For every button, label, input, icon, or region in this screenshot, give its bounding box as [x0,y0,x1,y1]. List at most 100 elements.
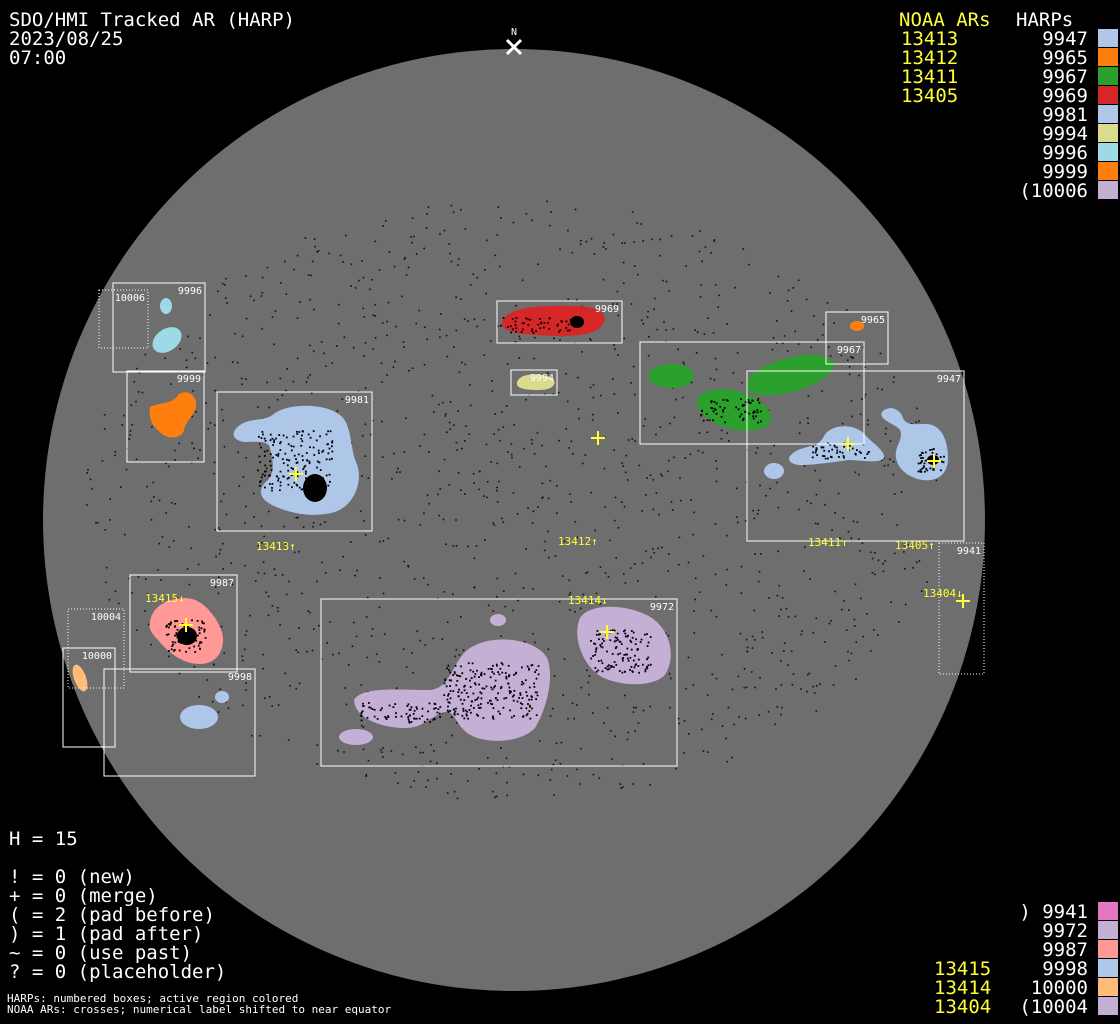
speckle [858,538,860,540]
region-speckle [325,474,328,477]
region-speckle [931,452,934,454]
region-speckle [379,709,382,712]
region-speckle [624,653,627,656]
speckle [371,628,374,630]
region-speckle [575,321,578,324]
speckle [391,478,393,480]
region-speckle [713,408,716,410]
speckle [261,327,263,330]
speckle [302,526,305,528]
region-speckle [439,706,442,708]
harp-legend-item: 9947 [1042,28,1088,50]
region-speckle [609,639,612,642]
speckle [935,479,938,482]
speckle [260,525,263,528]
speckle [903,544,906,547]
region-speckle [595,647,598,650]
region-speckle [615,664,618,666]
region-speckle [287,483,290,486]
region-speckle [462,707,465,710]
region-speckle [360,715,363,717]
speckle [514,341,517,343]
harp-box-9947 [746,370,965,542]
speckle [745,686,748,689]
region-speckle [522,682,525,685]
speckle [144,578,147,580]
speckle [532,632,534,635]
speckle [549,479,552,482]
region-speckle [535,677,538,680]
region-speckle [185,650,187,653]
region-speckle [715,402,718,405]
speckle [808,672,811,675]
region-speckle [202,622,205,625]
harp-box-label: 9996 [178,286,202,297]
speckle [430,744,432,746]
region-speckle [464,709,467,712]
speckle [451,734,453,737]
speckle [599,566,602,568]
speckle [746,650,748,653]
region-speckle [331,450,334,453]
region-speckle [626,647,629,650]
speckle [553,794,555,796]
speckle [634,440,636,442]
region-speckle [470,704,472,707]
speckle [316,744,319,746]
speckle [245,689,247,691]
region-speckle [198,629,201,631]
region-speckle [611,653,614,655]
harp-legend-item: 9987 [1042,939,1088,961]
speckle [381,751,383,753]
speckle [544,540,546,543]
speckle [740,565,743,568]
speckle [726,432,728,434]
region-speckle [644,668,647,671]
speckle [775,688,777,690]
speckle [427,583,429,586]
region-speckle [536,694,539,697]
region-speckle [631,636,634,639]
speckle [510,453,513,456]
speckle [399,471,401,473]
region-speckle [452,690,455,692]
speckle [502,426,505,428]
speckle [574,521,577,523]
speckle [257,406,259,408]
speckle [637,722,640,724]
speckle [757,580,760,583]
region-speckle [277,479,279,482]
region-speckle [180,642,182,644]
speckle [549,715,552,717]
harp-legend-swatch [1098,124,1118,142]
region-speckle [492,664,494,667]
speckle [767,711,770,713]
region-speckle [284,452,287,455]
speckle [543,549,546,552]
speckle [678,563,680,566]
speckle [342,261,344,263]
speckle [552,393,555,396]
region-speckle [316,460,319,463]
speckle [522,587,525,589]
speckle [397,518,400,521]
region-speckle [509,709,511,712]
speckle [419,445,421,447]
speckle [821,390,823,392]
harp-boxes: 1000699969969996599679994999999819947994… [62,282,985,777]
speckle [381,420,383,423]
region-speckle [756,409,759,411]
speckle [804,546,806,548]
speckle [629,567,632,569]
speckle [833,322,835,324]
speckle [740,592,743,594]
speckle [144,610,146,612]
speckle [706,419,708,421]
speckle [411,217,414,219]
speckle [402,341,405,343]
speckle [427,206,430,209]
region-speckle [273,441,275,443]
speckle [547,497,550,500]
speckle [568,579,571,582]
speckle [301,592,303,595]
